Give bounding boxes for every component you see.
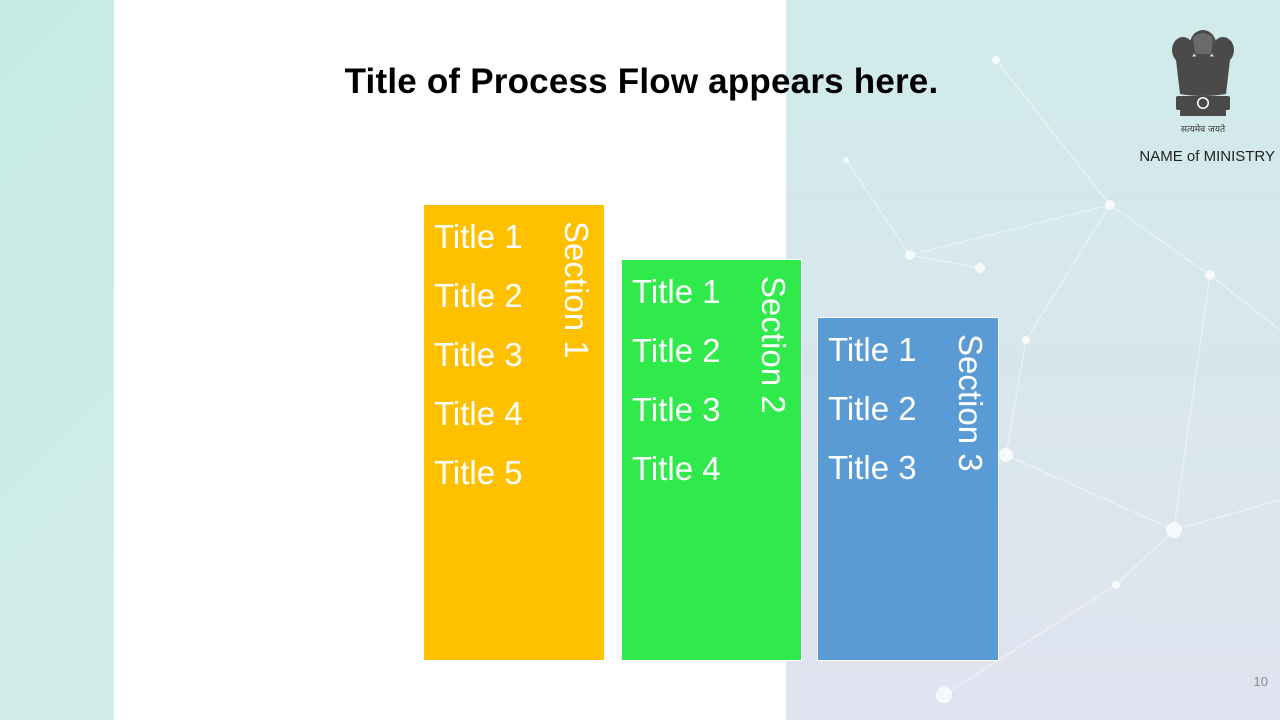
page-number: 10 bbox=[1253, 674, 1268, 689]
list-item: Title 2 bbox=[632, 332, 721, 369]
state-emblem-icon: सत्यमेव जयते bbox=[1172, 30, 1234, 135]
network-background-pattern bbox=[843, 56, 1280, 703]
section-1-label: Section 1 bbox=[558, 221, 595, 359]
list-item: Title 2 bbox=[434, 277, 523, 314]
section-3-items: Title 1 Title 2 Title 3 bbox=[828, 320, 917, 497]
section-1-items: Title 1 Title 2 Title 3 Title 4 Title 5 bbox=[434, 207, 523, 502]
list-item: Title 4 bbox=[434, 395, 523, 432]
list-item: Title 3 bbox=[828, 449, 917, 486]
list-item: Title 3 bbox=[434, 336, 523, 373]
section-3-label: Section 3 bbox=[952, 334, 989, 472]
emblem-motto: सत्यमेव जयते bbox=[1181, 123, 1226, 135]
slide-title: Title of Process Flow appears here. bbox=[344, 62, 939, 101]
list-item: Title 4 bbox=[632, 450, 721, 487]
list-item: Title 5 bbox=[434, 454, 523, 491]
list-item: Title 3 bbox=[632, 391, 721, 428]
list-item: Title 1 bbox=[828, 331, 917, 368]
section-2-column: Title 1 Title 2 Title 3 Title 4 Section … bbox=[621, 259, 802, 661]
list-item: Title 2 bbox=[828, 390, 917, 427]
section-2-items: Title 1 Title 2 Title 3 Title 4 bbox=[632, 262, 721, 498]
ministry-name: NAME of MINISTRY bbox=[1139, 148, 1275, 165]
list-item: Title 1 bbox=[434, 218, 523, 255]
section-1-column: Title 1 Title 2 Title 3 Title 4 Title 5 … bbox=[423, 204, 605, 661]
list-item: Title 1 bbox=[632, 273, 721, 310]
section-2-label: Section 2 bbox=[755, 276, 792, 414]
section-3-column: Title 1 Title 2 Title 3 Section 3 bbox=[817, 317, 999, 661]
